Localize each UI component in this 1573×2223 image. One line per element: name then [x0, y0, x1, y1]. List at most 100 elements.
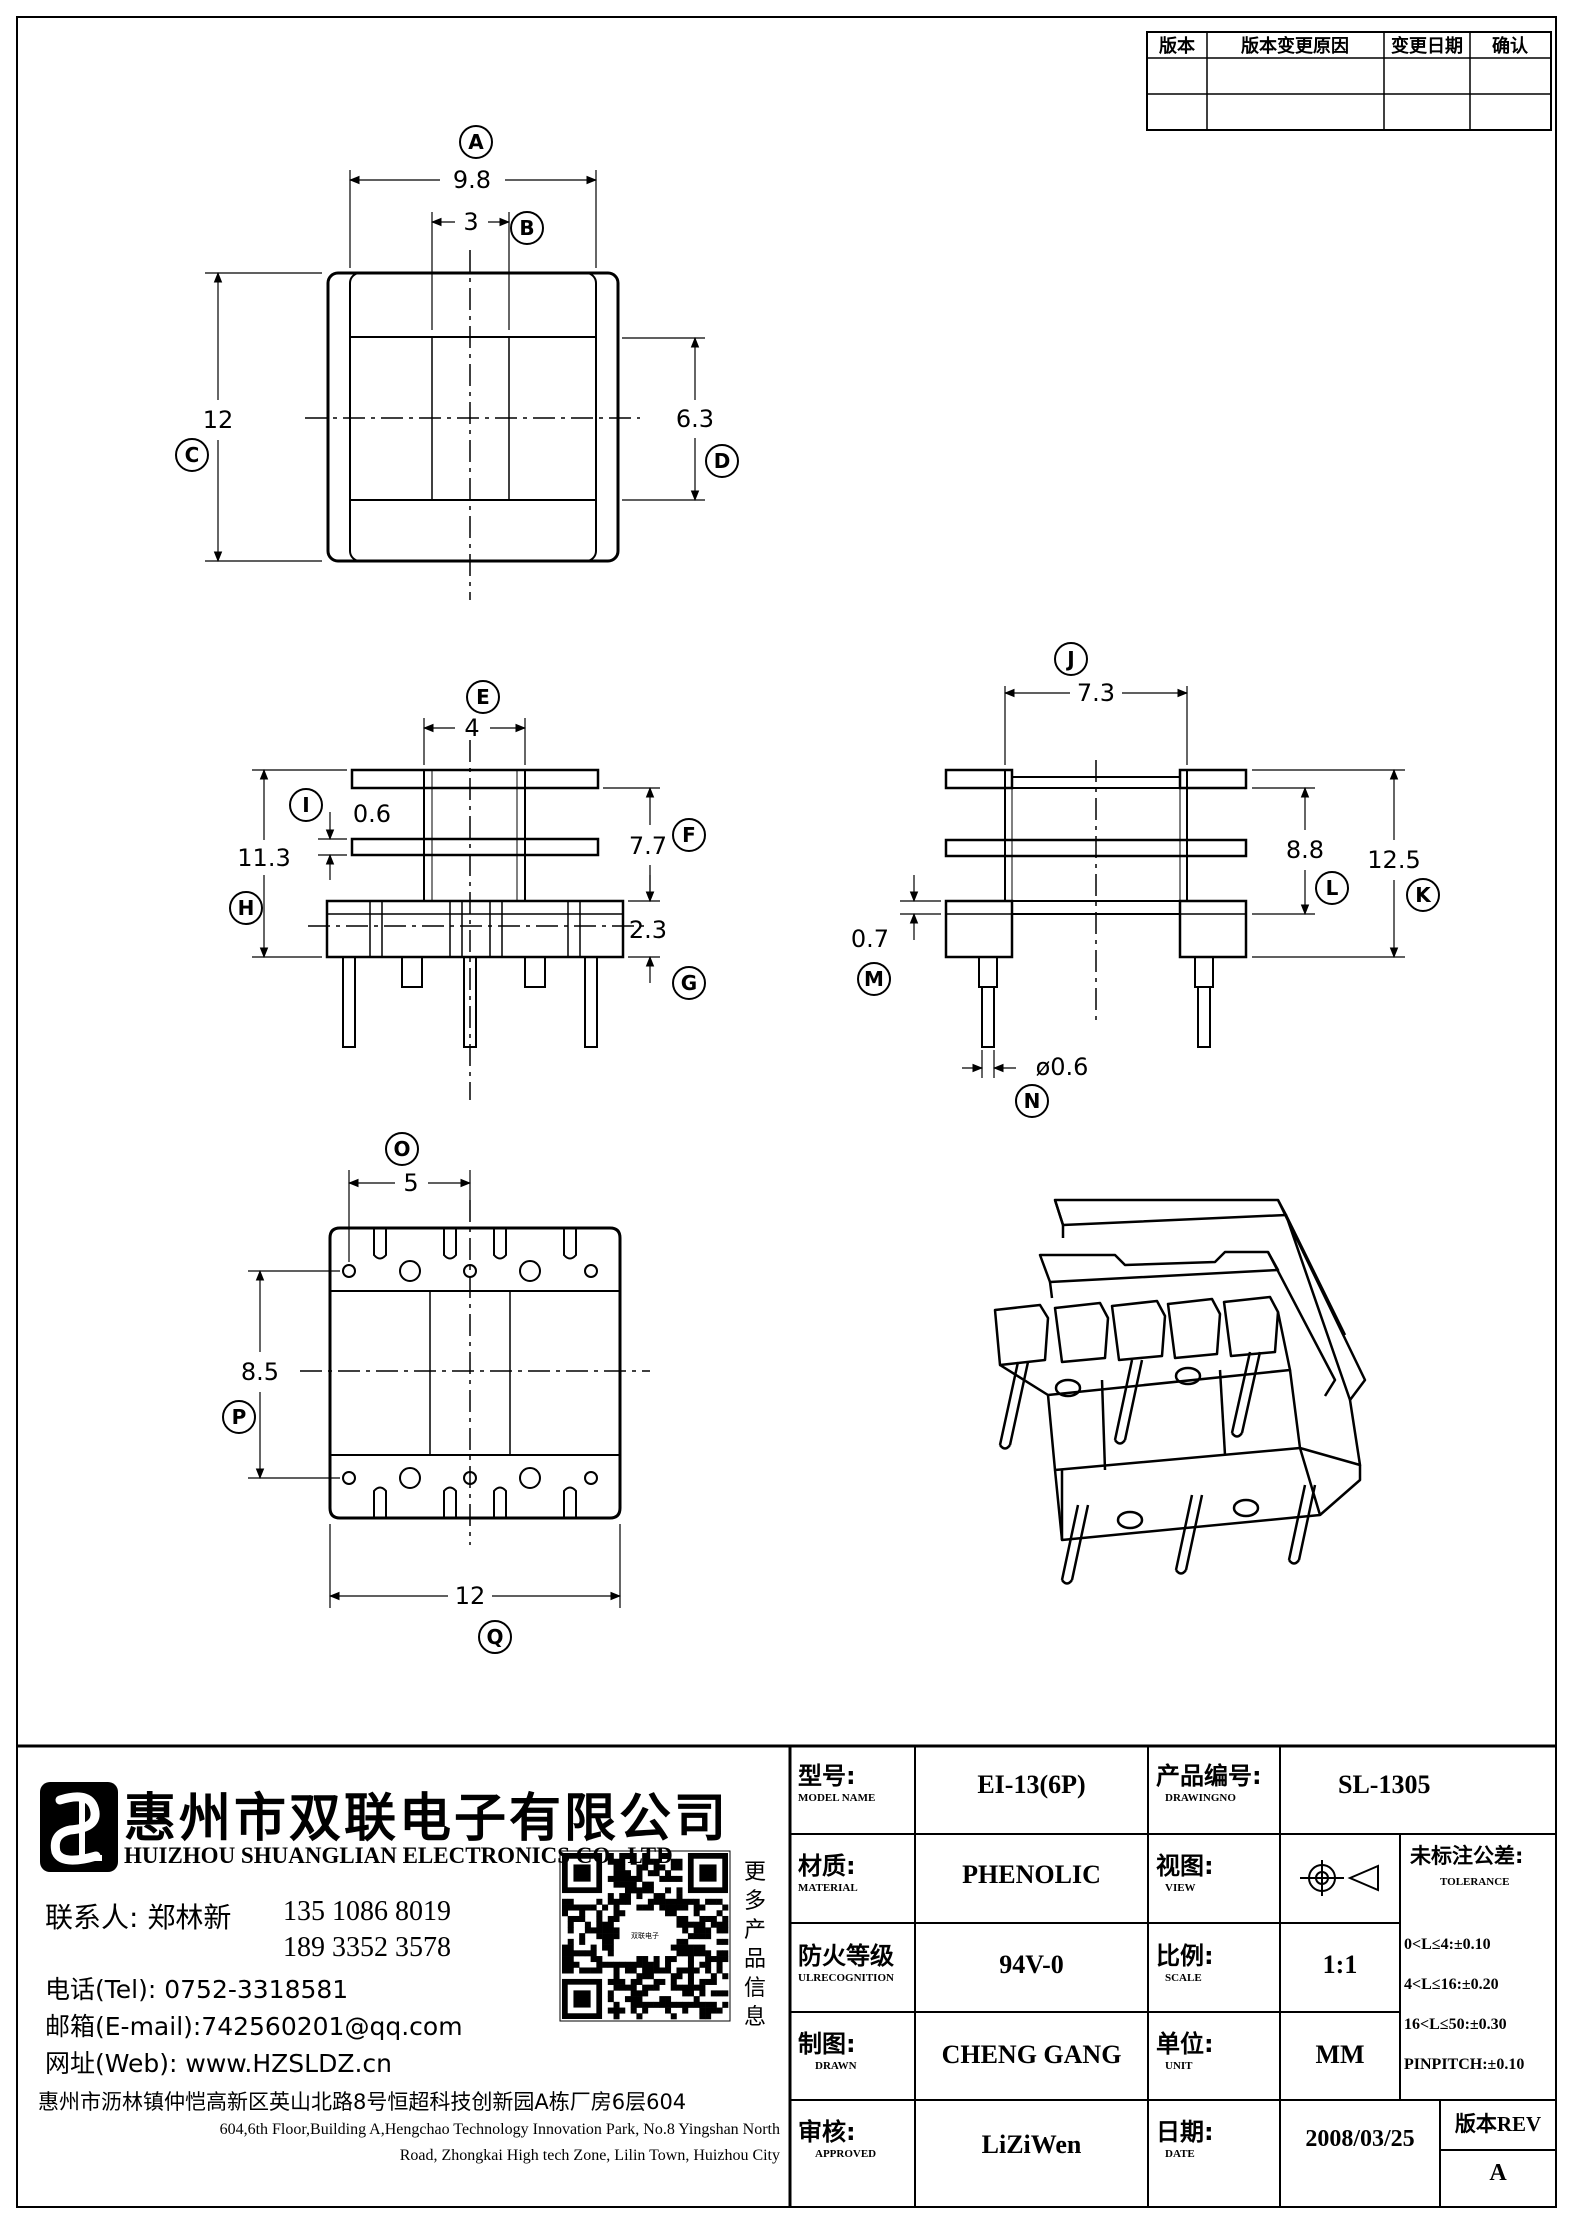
- dim-letter-n: N: [1024, 1089, 1041, 1113]
- contact-phone-1: 135 1086 8019: [283, 1896, 451, 1927]
- model-sublabel: MODEL NAME: [798, 1792, 876, 1804]
- unit-sublabel: UNIT: [1165, 2060, 1193, 2072]
- label-circle-p: [222, 1400, 256, 1434]
- contact-phone-2: 189 3352 3578: [283, 1932, 451, 1963]
- label-circle-d: [705, 444, 739, 478]
- dim-letter-e: E: [476, 685, 490, 709]
- rev-header-reason: 版本变更原因: [1241, 35, 1349, 57]
- drawingno-sublabel: DRAWINGNO: [1165, 1792, 1236, 1804]
- label-circle-h: [229, 891, 263, 925]
- unit-value: MM: [1315, 2040, 1365, 2069]
- dim-letter-p: P: [232, 1405, 247, 1429]
- isometric-view: [993, 1198, 1367, 1585]
- scale-value: 1:1: [1322, 1950, 1358, 1979]
- drawingno-label: 产品编号:: [1156, 1762, 1262, 1790]
- label-circle-e: [466, 680, 500, 714]
- tolerance-item: PINPITCH:±0.10: [1404, 2056, 1525, 2073]
- revision-label: 版本REV: [1454, 2112, 1542, 2136]
- dim-value-b: 3: [463, 208, 478, 236]
- contact-tel: 电话(Tel): 0752-3318581: [45, 1975, 349, 2004]
- qr-code: [559, 1850, 731, 2022]
- approved-sublabel: APPROVED: [815, 2148, 877, 2160]
- model-value: EI-13(6P): [977, 1770, 1086, 1799]
- contact-website: 网址(Web): www.HZSLDZ.cn: [45, 2049, 393, 2078]
- dim-letter-b: B: [519, 216, 534, 240]
- address-cn: 惠州市沥林镇仲恺高新区英山北路8号恒超科技创新园A栋厂房6层604: [38, 2090, 687, 2114]
- label-circle-m: [857, 962, 891, 996]
- dim-value-q: 12: [455, 1582, 486, 1610]
- rev-header-version: 版本: [1159, 35, 1195, 57]
- date-value: 2008/03/25: [1305, 2126, 1415, 2152]
- dim-value-f: 7.7: [629, 832, 667, 860]
- front-view: [252, 718, 660, 1100]
- drawn-value: CHENG GANG: [941, 2040, 1122, 2069]
- unit-label: 单位:: [1156, 2030, 1214, 2058]
- scale-label: 比例:: [1156, 1942, 1214, 1970]
- dim-value-a: 9.8: [453, 166, 491, 194]
- dim-value-i: 0.6: [353, 800, 391, 828]
- dim-value-l: 8.8: [1286, 836, 1324, 864]
- label-circle-i: [289, 788, 323, 822]
- dim-value-e: 4: [464, 714, 479, 742]
- label-circle-q: [478, 1620, 512, 1654]
- date-sublabel: DATE: [1165, 2148, 1195, 2160]
- material-label: 材质:: [798, 1852, 856, 1880]
- tolerance-item: 4<L≤16:±0.20: [1404, 1976, 1499, 1993]
- tolerance-sublabel: TOLERANCE: [1440, 1876, 1510, 1888]
- contact-person: 联系人: 郑林新: [45, 1901, 232, 1934]
- label-circle-o: [385, 1132, 419, 1166]
- tolerance-item: 0<L≤4:±0.10: [1404, 1936, 1491, 1953]
- revision-value: A: [1489, 2160, 1507, 2186]
- qr-caption: 更 多 产 品 信 息: [743, 1860, 766, 2030]
- rev-header-confirm: 确认: [1492, 35, 1529, 57]
- label-circle-j: [1054, 642, 1088, 676]
- drawn-label: 制图:: [798, 2030, 856, 2058]
- dim-letter-g: G: [681, 971, 697, 995]
- dim-letter-q: Q: [486, 1625, 503, 1649]
- address-en-line2: Road, Zhongkai High tech Zone, Lilin Tow…: [399, 2147, 780, 2164]
- dim-value-m: 0.7: [851, 925, 889, 953]
- dim-letter-d: D: [714, 449, 731, 473]
- qr-logo: 双联电子: [626, 1928, 664, 1944]
- revision-table: 版本 版本变更原因 变更日期 确认: [1146, 31, 1552, 131]
- label-circle-f: [672, 818, 706, 852]
- dim-value-c: 12: [203, 406, 234, 434]
- dim-value-o: 5: [403, 1169, 418, 1197]
- scale-sublabel: SCALE: [1165, 1972, 1202, 1984]
- label-circle-l: [1315, 871, 1349, 905]
- dim-letter-f: F: [682, 823, 696, 847]
- label-circle-c: [175, 438, 209, 472]
- company-logo: [40, 1782, 118, 1872]
- drawingno-value: SL-1305: [1338, 1770, 1431, 1799]
- dim-letter-l: L: [1326, 876, 1339, 900]
- drawn-sublabel: DRAWN: [815, 2060, 857, 2072]
- dim-value-g: 2.3: [629, 916, 667, 944]
- tolerance-item: 16<L≤50:±0.30: [1404, 2016, 1507, 2033]
- projection-symbol-icon: [1300, 1860, 1379, 1896]
- flame-label: 防火等级: [798, 1942, 894, 1970]
- label-circle-b: [510, 211, 544, 245]
- rev-header-date: 变更日期: [1391, 35, 1463, 57]
- dim-letter-m: M: [864, 967, 884, 991]
- dim-value-n: ø0.6: [1036, 1053, 1089, 1081]
- address-en-line1: 604,6th Floor,Building A,Hengchao Techno…: [219, 2121, 780, 2138]
- dim-letter-c: C: [185, 443, 200, 467]
- dimension-label-circles: [175, 125, 1440, 1654]
- label-circle-g: [672, 966, 706, 1000]
- approved-value: LiZiWen: [981, 2130, 1082, 2159]
- dim-value-p: 8.5: [241, 1358, 279, 1386]
- flame-sublabel: ULRECOGNITION: [798, 1972, 894, 1984]
- dim-letter-h: H: [238, 896, 255, 920]
- bottom-view: [248, 1170, 650, 1608]
- dimension-letters: A B C D E F G H I J K L M N O P Q: [185, 130, 1433, 1649]
- dim-value-d: 6.3: [676, 405, 714, 433]
- label-circle-k: [1406, 878, 1440, 912]
- dim-letter-i: I: [302, 793, 309, 817]
- tolerance-list: 0<L≤4:±0.10 4<L≤16:±0.20 16<L≤50:±0.30 P…: [1404, 1925, 1524, 2085]
- material-sublabel: MATERIAL: [798, 1882, 858, 1894]
- approved-label: 审核:: [798, 2118, 856, 2146]
- side-view: [900, 686, 1405, 1078]
- contact-email: 邮箱(E-mail):742560201@qq.com: [45, 2012, 463, 2041]
- view-label: 视图:: [1156, 1852, 1214, 1880]
